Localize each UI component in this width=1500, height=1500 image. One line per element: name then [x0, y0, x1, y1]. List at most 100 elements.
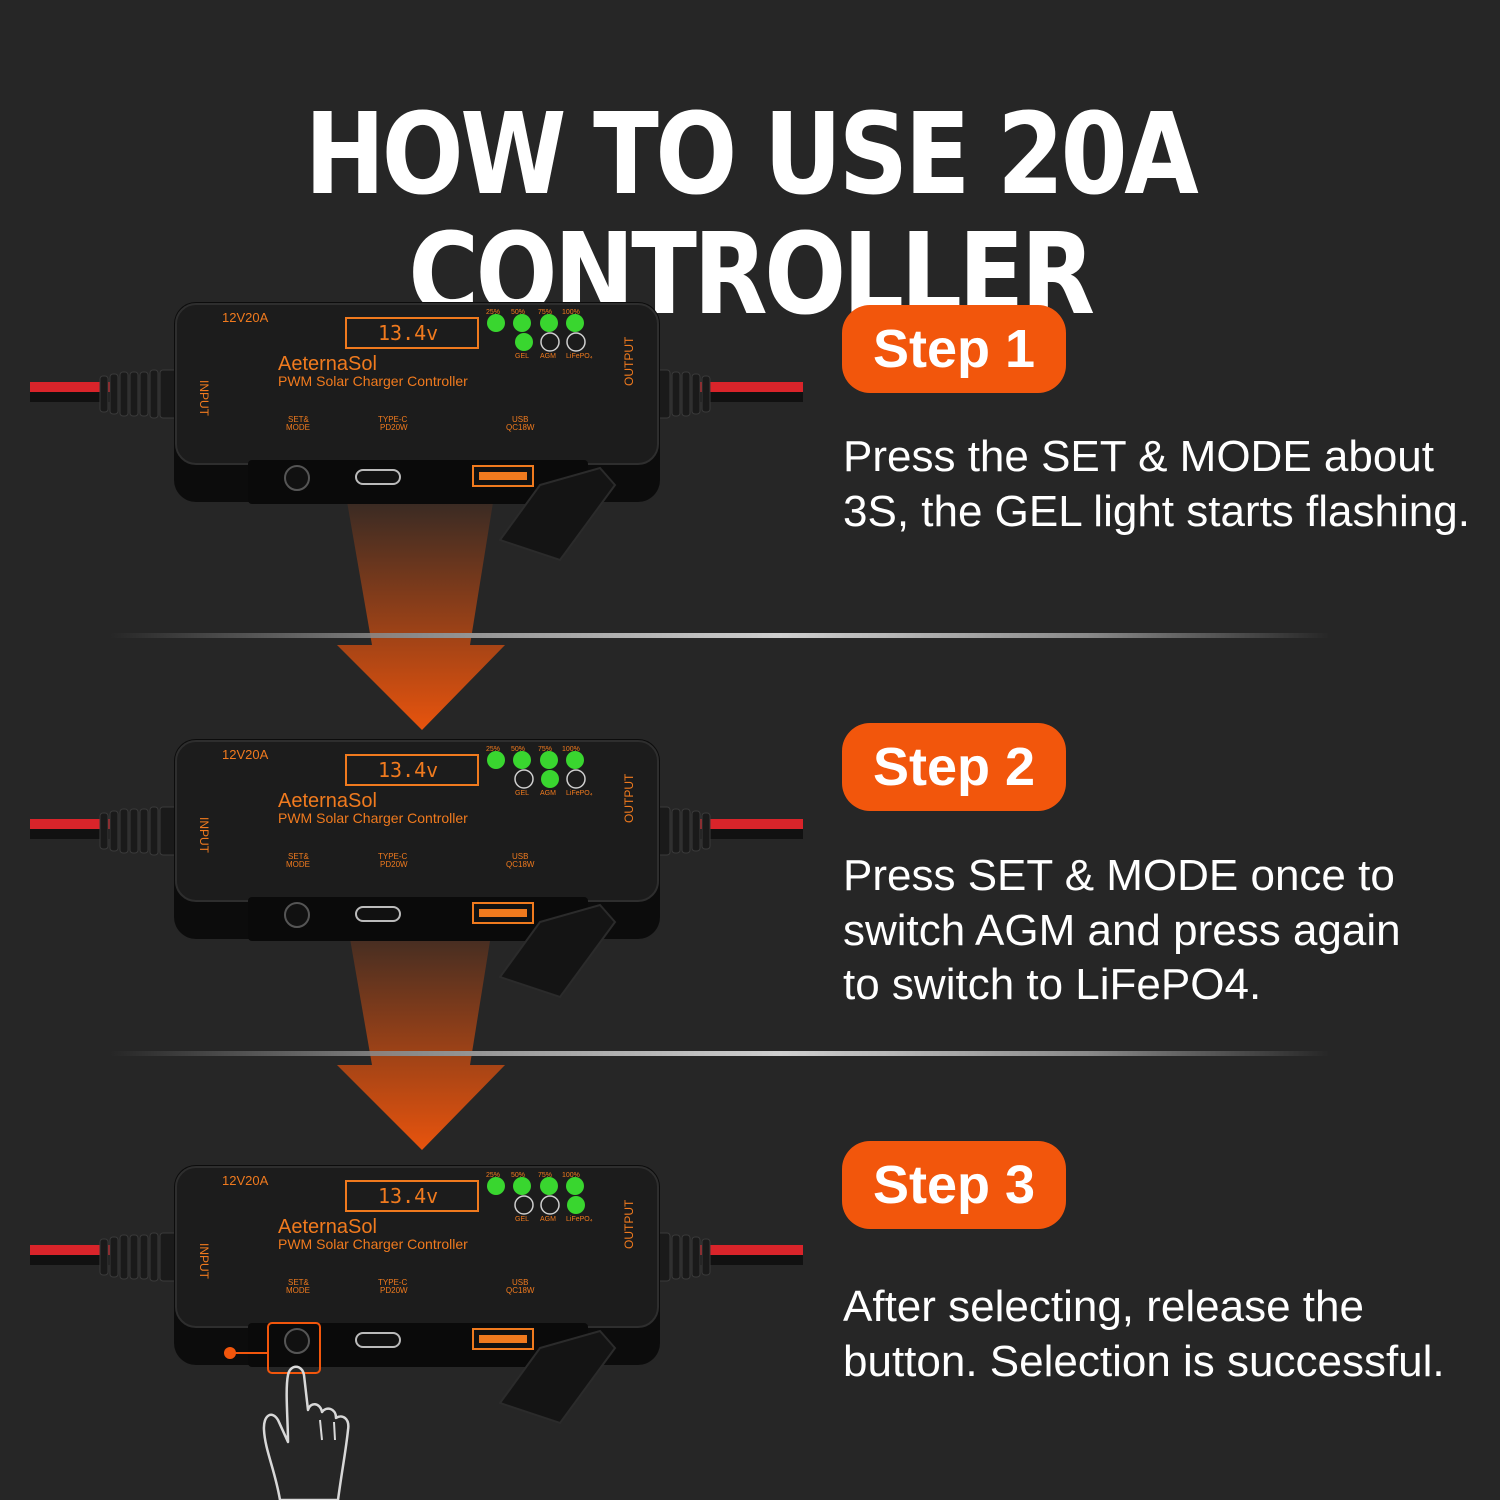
divider-1	[110, 633, 1330, 638]
controller-device-step-1: 12V20A INPUT OUTPUT 13.4v AeternaSol PWM…	[0, 300, 820, 562]
level-label-25: 25%	[486, 1172, 500, 1179]
type-led-gel	[514, 769, 534, 789]
typec-label-2: PD20W	[380, 860, 408, 869]
set-mode-label: SET&	[288, 852, 310, 861]
device-brand: AeternaSol	[278, 1216, 377, 1238]
level-label-50: 50%	[511, 309, 525, 316]
typec-port	[355, 1332, 401, 1348]
voltage-display: 13.4v	[378, 1184, 438, 1208]
level-led-75	[540, 1177, 558, 1195]
level-led-75	[540, 751, 558, 769]
level-label-25: 25%	[486, 746, 500, 753]
pointing-hand-icon	[262, 1365, 350, 1500]
type-led-agm	[541, 770, 559, 788]
controller-device-step-3: 12V20A INPUT OUTPUT 13.4v AeternaSol PWM…	[0, 1163, 820, 1425]
usb-label-2: QC18W	[506, 860, 535, 869]
type-label-lifepo4: LiFePO₄	[566, 1216, 593, 1223]
type-led-gel	[515, 333, 533, 351]
device-output-label: OUTPUT	[622, 773, 636, 823]
set-mode-button	[284, 902, 310, 928]
type-label-gel: GEL	[515, 790, 529, 797]
down-arrow-2	[337, 910, 505, 1150]
type-label-agm: AGM	[540, 1216, 556, 1223]
page-title: HOW TO USE 20A CONTROLLER	[304, 90, 1199, 340]
typec-label-2: PD20W	[380, 1286, 408, 1295]
step-3-badge: Step 3	[842, 1141, 1066, 1229]
device-input-label: INPUT	[197, 1243, 211, 1280]
level-label-50: 50%	[511, 1172, 525, 1179]
down-arrow-1	[337, 490, 505, 730]
level-led-100	[566, 751, 584, 769]
device-subtitle: PWM Solar Charger Controller	[278, 373, 468, 389]
voltage-display: 13.4v	[378, 758, 438, 782]
typec-label-2: PD20W	[380, 423, 408, 432]
set-mode-label-2: MODE	[286, 1286, 310, 1295]
level-led-75	[540, 314, 558, 332]
level-label-50: 50%	[511, 746, 525, 753]
type-label-gel: GEL	[515, 353, 529, 360]
typec-label: TYPE-C	[378, 852, 408, 861]
type-led-agm	[540, 1195, 560, 1215]
level-label-100: 100%	[562, 746, 580, 753]
device-input-label: INPUT	[197, 817, 211, 854]
type-led-lifepo4	[566, 769, 586, 789]
typec-port	[355, 469, 401, 485]
level-led-50	[513, 314, 531, 332]
level-led-25	[487, 314, 505, 332]
device-subtitle: PWM Solar Charger Controller	[278, 810, 468, 826]
type-label-agm: AGM	[540, 353, 556, 360]
level-led-25	[487, 1177, 505, 1195]
device-output-label: OUTPUT	[622, 336, 636, 386]
set-mode-highlight	[267, 1322, 321, 1374]
typec-label: TYPE-C	[378, 415, 408, 424]
type-label-agm: AGM	[540, 790, 556, 797]
controller-device-step-2: 12V20A INPUT OUTPUT 13.4v AeternaSol PWM…	[0, 737, 820, 999]
typec-port	[355, 906, 401, 922]
level-label-75: 75%	[538, 309, 552, 316]
set-mode-label-2: MODE	[286, 860, 310, 869]
level-label-25: 25%	[486, 309, 500, 316]
type-label-lifepo4: LiFePO₄	[566, 353, 593, 360]
type-label-gel: GEL	[515, 1216, 529, 1223]
device-model-label: 12V20A	[222, 1173, 269, 1188]
level-led-100	[566, 1177, 584, 1195]
device-brand: AeternaSol	[278, 790, 377, 812]
level-led-50	[513, 1177, 531, 1195]
usb-label-2: QC18W	[506, 1286, 535, 1295]
level-led-100	[566, 314, 584, 332]
step-2-description: Press SET & MODE once to switch AGM and …	[843, 851, 1401, 1009]
device-model-label: 12V20A	[222, 310, 269, 325]
set-mode-label: SET&	[288, 1278, 310, 1287]
voltage-display: 13.4v	[378, 321, 438, 345]
type-label-lifepo4: LiFePO₄	[566, 790, 593, 797]
divider-2	[110, 1051, 1330, 1056]
level-led-25	[487, 751, 505, 769]
set-mode-label-2: MODE	[286, 423, 310, 432]
step-1-description: Press the SET & MODE about 3S, the GEL l…	[843, 432, 1470, 536]
level-label-100: 100%	[562, 309, 580, 316]
set-mode-button	[284, 1328, 310, 1354]
usb-label: USB	[512, 852, 528, 861]
usb-label-2: QC18W	[506, 423, 535, 432]
type-led-agm	[540, 332, 560, 352]
device-output-label: OUTPUT	[622, 1199, 636, 1249]
set-mode-button	[284, 465, 310, 491]
usb-label: USB	[512, 1278, 528, 1287]
type-led-gel	[514, 1195, 534, 1215]
usb-label: USB	[512, 415, 528, 424]
step-3-description: After selecting, release the button. Sel…	[843, 1282, 1445, 1386]
step-1-badge: Step 1	[842, 305, 1066, 393]
step-2-badge: Step 2	[842, 723, 1066, 811]
device-input-label: INPUT	[197, 380, 211, 417]
level-label-75: 75%	[538, 746, 552, 753]
type-led-lifepo4	[567, 1196, 585, 1214]
set-mode-label: SET&	[288, 415, 310, 424]
level-label-75: 75%	[538, 1172, 552, 1179]
typec-label: TYPE-C	[378, 1278, 408, 1287]
device-model-label: 12V20A	[222, 747, 269, 762]
type-led-lifepo4	[566, 332, 586, 352]
level-led-50	[513, 751, 531, 769]
device-subtitle: PWM Solar Charger Controller	[278, 1236, 468, 1252]
level-label-100: 100%	[562, 1172, 580, 1179]
device-brand: AeternaSol	[278, 353, 377, 375]
